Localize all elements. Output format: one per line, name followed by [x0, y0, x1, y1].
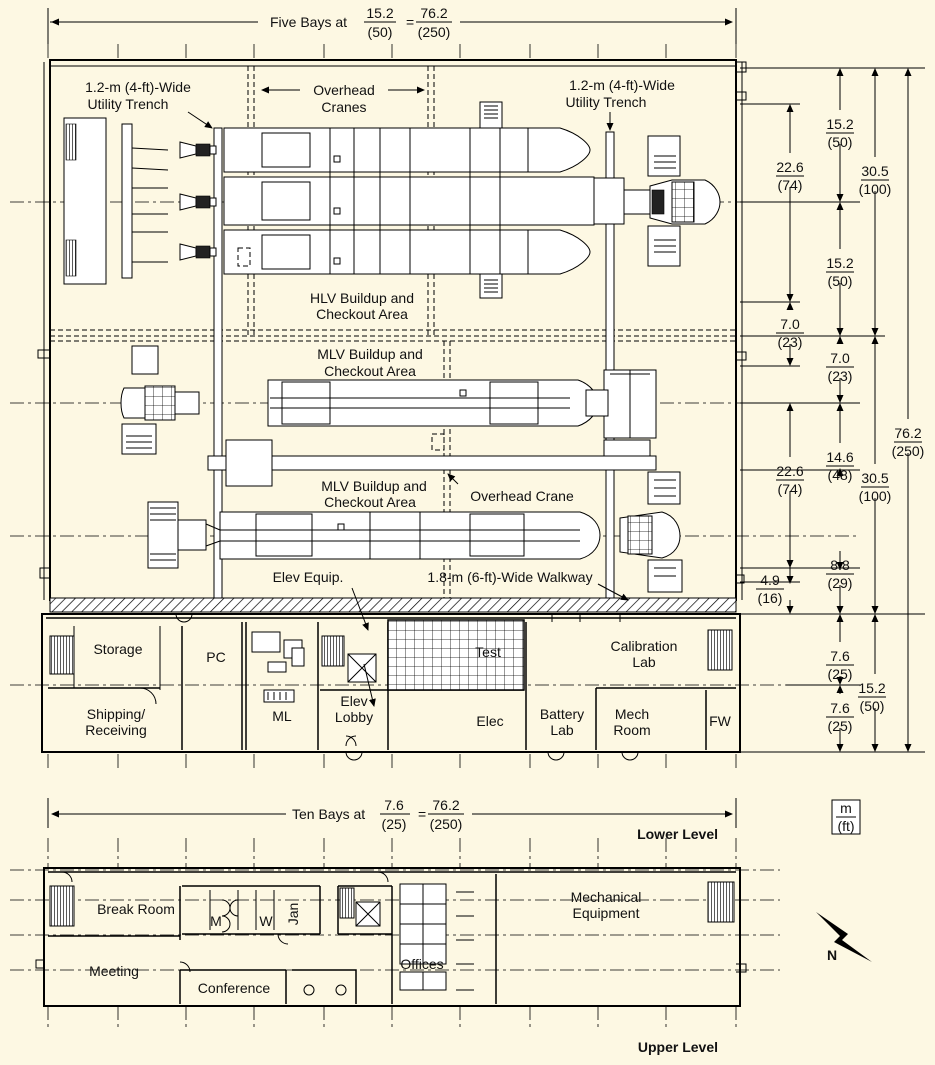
dim-value-ft: (74)	[778, 177, 803, 193]
mlv-upper-label: MLV Buildup and	[317, 346, 423, 362]
room-battery-lab: Battery	[540, 706, 584, 722]
bottom-dim-num: 7.6	[384, 797, 404, 813]
north-label: N	[827, 947, 837, 963]
bottom-dim-den: (25)	[382, 816, 407, 832]
room-meeting: Meeting	[89, 963, 139, 979]
room-ml: ML	[272, 708, 292, 724]
mlv-lower-label-2: Checkout Area	[324, 494, 416, 510]
upper-level-plan: Break Room M W Jan Mechanical Equipment …	[35, 867, 747, 1055]
room-calibration-lab-2: Lab	[632, 654, 656, 670]
bottom-dimension: Ten Bays at 7.6 (25) = 76.2 (250) Lower …	[47, 797, 861, 842]
room-janitor: Jan	[285, 903, 301, 926]
room-conference: Conference	[198, 980, 271, 996]
room-pc: PC	[206, 649, 225, 665]
utility-trench-right-label: 1.2-m (4-ft)-Wide	[569, 77, 675, 93]
utility-trench-left-label-2: Utility Trench	[88, 96, 169, 112]
room-fw: FW	[709, 713, 732, 729]
dim-value-ft: (23)	[778, 334, 803, 350]
overhead-crane-label: Overhead Crane	[470, 488, 574, 504]
hlv-label-2: Checkout Area	[316, 306, 408, 322]
utility-trench-right-label-2: Utility Trench	[566, 94, 647, 110]
room-mechanical-equipment: Mechanical	[571, 889, 642, 905]
svg-text:=: =	[406, 14, 414, 30]
hlv-label: HLV Buildup and	[310, 290, 414, 306]
dim-value-m: 7.6	[830, 700, 850, 716]
room-mechanical-equipment-2: Equipment	[573, 905, 640, 921]
top-dim-den: (50)	[368, 24, 393, 40]
room-shipping-receiving-2: Receiving	[85, 722, 146, 738]
dim-value-ft: (23)	[828, 368, 853, 384]
dim-value-m: 7.0	[780, 316, 800, 332]
dim-value-m: 8.8	[830, 557, 850, 573]
dim-value-ft: (29)	[828, 575, 853, 591]
room-elev-lobby-2: Lobby	[335, 709, 373, 725]
right-dimensions: 15.2 (50) 30.5 (100) 22.6 (74) 15.2 (50) 7.0 (23)…	[740, 67, 925, 753]
walkway	[49, 597, 737, 613]
overhead-cranes-label: Overhead	[313, 82, 374, 98]
dim-value-m: 15.2	[858, 680, 885, 696]
dim-value-ft: (100)	[859, 488, 892, 504]
room-test: Test	[475, 644, 501, 660]
units-legend-ft: (ft)	[837, 818, 854, 834]
room-battery-lab-2: Lab	[550, 722, 574, 738]
mlv-lower-label: MLV Buildup and	[321, 478, 427, 494]
bottom-dim-num2: 76.2	[432, 797, 459, 813]
dim-value-m: 76.2	[894, 425, 921, 441]
lower-level-rooms: Storage PC Test Calibration Lab Shipping…	[41, 613, 741, 761]
dim-value-m: 15.2	[826, 255, 853, 271]
high-bay-building	[37, 59, 747, 613]
room-calibration-lab: Calibration	[611, 638, 678, 654]
utility-trench-left-label: 1.2-m (4-ft)-Wide	[85, 79, 191, 95]
dim-value-m: 30.5	[861, 470, 888, 486]
room-offices: Offices	[400, 956, 443, 972]
overhead-cranes-label-2: Cranes	[321, 99, 366, 115]
dim-value-ft: (250)	[892, 443, 925, 459]
dim-value-m: 7.0	[830, 350, 850, 366]
top-dim-num2: 76.2	[420, 5, 447, 21]
upper-level-title: Upper Level	[638, 1039, 718, 1055]
top-dim-den2: (250)	[418, 24, 451, 40]
dim-value-ft: (100)	[859, 181, 892, 197]
walkway-label: 1.8-m (6-ft)-Wide Walkway	[427, 569, 592, 585]
dim-value-ft: (74)	[778, 481, 803, 497]
top-dimension: Five Bays at 15.2 (50) = 76.2 (250)	[47, 5, 737, 44]
dim-value-m: 4.9	[760, 572, 780, 588]
room-elec: Elec	[476, 713, 503, 729]
high-bay-labels: 1.2-m (4-ft)-Wide Utility Trench Overhea…	[85, 77, 675, 631]
dim-value-m: 15.2	[826, 116, 853, 132]
dim-value-m: 22.6	[776, 159, 803, 175]
bottom-dim-den2: (250)	[430, 816, 463, 832]
room-mech-room-2: Room	[613, 722, 650, 738]
dim-value-ft: (48)	[828, 467, 853, 483]
room-restroom-w: W	[259, 913, 273, 929]
elev-equip-label: Elev Equip.	[273, 569, 344, 585]
dim-value-m: 30.5	[861, 163, 888, 179]
dim-value-ft: (25)	[828, 718, 853, 734]
room-break-room: Break Room	[97, 901, 175, 917]
dim-value-m: 7.6	[830, 648, 850, 664]
bottom-dim-prefix: Ten Bays at	[292, 806, 365, 822]
room-mech-room: Mech	[615, 706, 649, 722]
lower-level-title: Lower Level	[637, 826, 718, 842]
north-arrow-icon: N	[816, 912, 872, 963]
units-legend-m: m	[840, 800, 852, 816]
dim-value-ft: (50)	[828, 134, 853, 150]
mlv-upper-label-2: Checkout Area	[324, 363, 416, 379]
dim-value-ft: (50)	[860, 698, 885, 714]
dim-value-ft: (16)	[758, 590, 783, 606]
dim-value-ft: (25)	[828, 666, 853, 682]
room-elev-lobby: Elev	[340, 693, 367, 709]
dim-value-ft: (50)	[828, 273, 853, 289]
room-restroom-m: M	[210, 913, 222, 929]
top-dim-prefix: Five Bays at	[270, 14, 347, 30]
dim-value-m: 14.6	[826, 449, 853, 465]
svg-text:=: =	[418, 806, 426, 822]
dim-value-m: 22.6	[776, 463, 803, 479]
room-shipping-receiving: Shipping/	[87, 706, 145, 722]
room-storage: Storage	[93, 641, 142, 657]
top-dim-num: 15.2	[366, 5, 393, 21]
